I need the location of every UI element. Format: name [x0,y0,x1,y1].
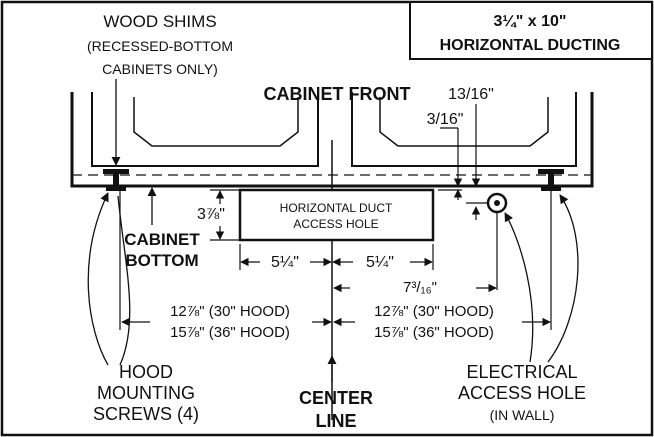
cabinet-bottom-label-2: BOTTOM [125,251,198,270]
electrical-leader [504,212,534,363]
screws-leader-left [87,192,109,366]
cabinet-front-label: CABINET FRONT [264,84,411,104]
shims-note-2: CABINETS ONLY) [102,61,218,77]
title-box [409,1,653,60]
title-line-1: 3¼" x 10" [494,13,567,30]
title-line-2: HORIZONTAL DUCTING [440,37,621,54]
dim-3-16: 3/16" [427,111,464,128]
center-line-label-2: LINE [315,411,356,431]
dim-right-36-hood: 15⅞" (36" HOOD) [374,324,494,341]
electrical-label-2: ACCESS HOLE [458,383,586,403]
duct-access-hole [238,188,435,242]
screws-leader-left-2 [117,195,131,366]
dim-left-36-hood: 15⅞" (36" HOOD) [170,324,290,341]
shims-note-1: (RECESSED-BOTTOM [87,38,233,54]
dim-right-30-hood: 12⅞" (30" HOOD) [374,303,494,320]
mounting-screw-right [538,169,564,330]
screws-leader-right [547,194,579,363]
electrical-label-3: (IN WALL) [490,407,555,423]
electrical-hole-center [494,200,500,206]
screws-label-3: SCREWS (4) [93,404,199,424]
electrical-label-1: ELECTRICAL [466,362,577,382]
dim-3-7-8: 3⅞" [197,206,225,223]
cabinet-bottom-label-1: CABINET [124,230,200,249]
wood-shims-label: WOOD SHIMS [103,12,216,31]
dim-7-3-16: 7³/₁₆" [403,279,437,296]
dim-5-1-4-lines [239,244,434,270]
duct-hole-label-1: HORIZONTAL DUCT [280,201,393,215]
dim-left-30-hood: 12⅞" (30" HOOD) [170,303,290,320]
dim-13-16: 13/16" [448,86,494,103]
screws-label-1: HOOD [119,362,173,382]
dim-5-1-4-left: 5¼" [271,254,299,271]
center-line-label-1: CENTER [299,388,373,408]
screws-label-2: MOUNTING [97,383,195,403]
dim-3-7-8-lines [210,189,240,241]
dim-5-1-4-right: 5¼" [366,254,394,271]
small-dimensions [438,104,488,220]
duct-hole-label-2: ACCESS HOLE [293,217,378,231]
